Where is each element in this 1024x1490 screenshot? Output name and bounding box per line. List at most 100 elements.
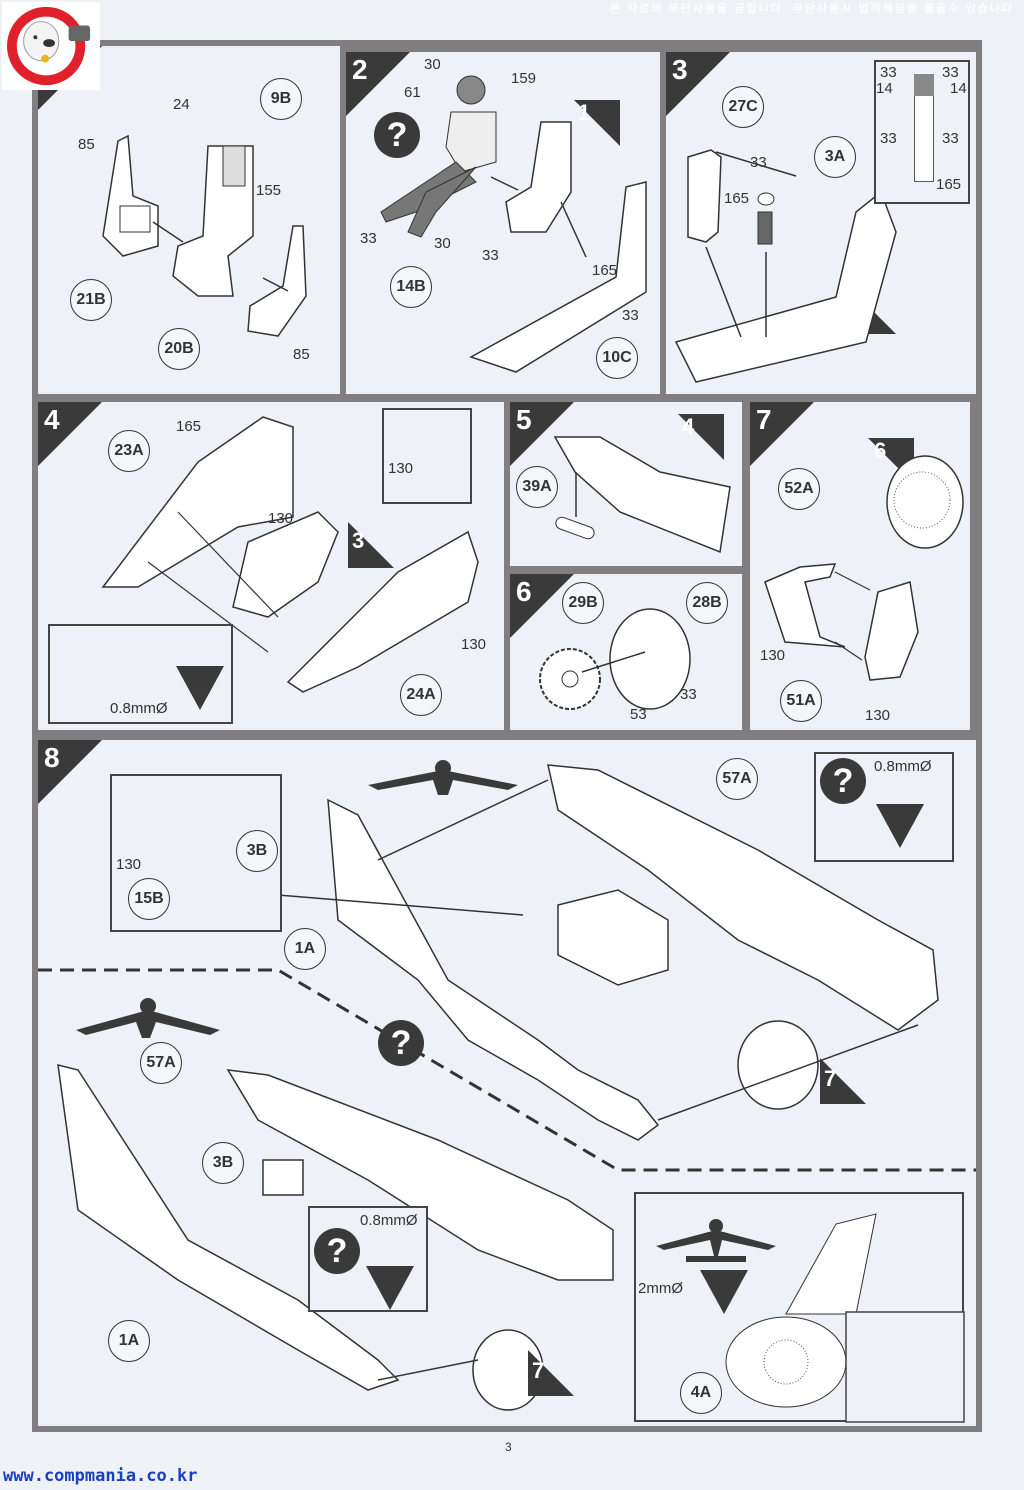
underside-detail-inset: 2mmØ 4A bbox=[634, 1192, 965, 1423]
step-number: 4 bbox=[44, 404, 60, 435]
tail-detail-inset: 130 bbox=[382, 408, 472, 504]
paint-code-label: 130 bbox=[865, 707, 891, 724]
drill-bit-icon bbox=[876, 804, 924, 848]
harrier-underside-icon bbox=[656, 1213, 965, 1423]
question-mark-icon: ? bbox=[378, 1020, 424, 1066]
part-callout: 1A bbox=[284, 928, 326, 970]
reference-step-triangle bbox=[528, 1350, 574, 1396]
step-2-corner bbox=[346, 52, 410, 116]
drill-bit-icon bbox=[700, 1270, 748, 1314]
paint-code-label: 53 bbox=[630, 706, 647, 723]
paint-code-label: 130 bbox=[760, 647, 786, 664]
step-8-corner bbox=[38, 740, 102, 804]
paint-code-label: 30 bbox=[434, 235, 451, 252]
paint-code-label: 33 bbox=[942, 64, 959, 81]
step-number: 3 bbox=[672, 54, 688, 85]
drill-hole-inset: ? 0.8mmØ bbox=[814, 752, 954, 862]
paint-code-label: 85 bbox=[293, 346, 310, 363]
paint-code-label: 33 bbox=[880, 64, 897, 81]
paint-code-label: 130 bbox=[388, 460, 414, 477]
nose-gear-bay-drawing bbox=[553, 436, 731, 554]
paint-code-label: 159 bbox=[511, 70, 537, 87]
step-4-panel: 4 3 23A 24A 165 130 130 130 0.8mmØ bbox=[38, 402, 504, 730]
part-callout: 57A bbox=[140, 1042, 182, 1084]
drill-size-label: 2mmØ bbox=[638, 1280, 683, 1297]
drill-hole-inset: 0.8mmØ bbox=[48, 624, 233, 724]
step-1-panel: 9B 21B 20B 24 85 155 85 bbox=[38, 46, 340, 394]
drill-size-label: 0.8mmØ bbox=[360, 1212, 418, 1229]
part-callout: 51A bbox=[780, 680, 822, 722]
paint-code-label: 33 bbox=[942, 130, 959, 147]
part-callout: 23A bbox=[108, 430, 150, 472]
paint-code-label: 165 bbox=[724, 190, 750, 207]
part-callout: 27C bbox=[722, 86, 764, 128]
step-number: 5 bbox=[516, 404, 532, 435]
paint-code-label: 33 bbox=[880, 130, 897, 147]
reference-step-triangle bbox=[678, 414, 724, 460]
part-callout: 24A bbox=[400, 674, 442, 716]
paint-code-label: 33 bbox=[360, 230, 377, 247]
website-url-link[interactable]: www.compmania.co.kr bbox=[3, 1466, 198, 1486]
step-number: 8 bbox=[44, 742, 60, 773]
part-callout: 15B bbox=[128, 878, 170, 920]
step-5-corner bbox=[510, 402, 574, 466]
copyright-watermark: 본 자료의 무단사용을 금합니다. 무단사용시 법적책임을 물을수 있습니다 bbox=[609, 3, 1014, 15]
reference-step-number: 1 bbox=[578, 100, 591, 125]
step-7-corner bbox=[750, 402, 814, 466]
paint-code-label: 130 bbox=[268, 510, 294, 527]
step-2-panel: 2 ? 1 30 61 159 33 30 33 165 33 14B 10C bbox=[346, 52, 660, 394]
step-number: 7 bbox=[756, 404, 772, 435]
reference-step-number: 7 bbox=[532, 1358, 545, 1383]
instrument-panel-inset: 33 33 14 14 33 33 165 bbox=[874, 60, 970, 204]
part-callout: 3B bbox=[236, 830, 278, 872]
paint-code-label: 33 bbox=[482, 247, 499, 264]
paint-code-label: 33 bbox=[750, 154, 767, 171]
reference-step-number: 4 bbox=[682, 414, 695, 439]
paint-code-label: 165 bbox=[936, 176, 962, 193]
step-4-corner bbox=[38, 402, 102, 466]
part-callout: 52A bbox=[778, 468, 820, 510]
paint-code-label: 85 bbox=[78, 136, 95, 153]
reference-step-number: 7 bbox=[824, 1066, 837, 1091]
drill-size-label: 0.8mmØ bbox=[110, 700, 168, 717]
paint-code-label: 165 bbox=[176, 418, 202, 435]
step-7-panel: 7 6 52A 51A 130 130 bbox=[750, 402, 970, 730]
part-callout: 28B bbox=[686, 582, 728, 624]
part-callout: 29B bbox=[562, 582, 604, 624]
step-3-corner bbox=[666, 52, 730, 116]
part-callout: 9B bbox=[260, 78, 302, 120]
part-callout: 20B bbox=[158, 328, 200, 370]
paint-code-label: 130 bbox=[116, 856, 142, 873]
pilot-and-cockpit-tub-drawing bbox=[380, 75, 647, 373]
drill-bit-icon bbox=[176, 666, 224, 710]
paint-code-label: 33 bbox=[680, 686, 697, 703]
question-mark-icon: ? bbox=[314, 1228, 360, 1274]
intake-assembly-drawing bbox=[764, 455, 964, 681]
paint-code-label: 130 bbox=[461, 636, 487, 653]
question-mark-icon: ? bbox=[374, 112, 420, 158]
reference-step-triangle bbox=[574, 100, 620, 146]
part-callout: 57A bbox=[716, 758, 758, 800]
compmania-mascot-logo bbox=[2, 2, 100, 90]
paint-code-label: 30 bbox=[424, 56, 441, 73]
engine-fan-drawing bbox=[539, 608, 691, 710]
paint-code-label: 165 bbox=[592, 262, 618, 279]
cockpit-instrument-assembly-drawing bbox=[674, 149, 897, 383]
step-number: 6 bbox=[516, 576, 532, 607]
paint-code-label: 155 bbox=[256, 182, 282, 199]
paint-code-label: 24 bbox=[173, 96, 190, 113]
step-number: 2 bbox=[352, 54, 368, 85]
part-callout: 3B bbox=[202, 1142, 244, 1184]
page-number: 3 bbox=[505, 1440, 512, 1454]
fuselage-nose-drawing bbox=[101, 416, 479, 693]
step-5-panel: 5 4 39A bbox=[510, 402, 742, 566]
reference-step-triangle bbox=[820, 1058, 866, 1104]
reference-step-number: 3 bbox=[352, 528, 365, 553]
paint-code-label: 14 bbox=[876, 80, 893, 97]
ejection-seat-parts-drawing bbox=[102, 134, 307, 337]
paint-code-label: 61 bbox=[404, 84, 421, 101]
drill-size-label: 0.8mmØ bbox=[874, 758, 932, 775]
fuselage-halves-drawing bbox=[38, 760, 976, 1411]
part-callout: 39A bbox=[516, 466, 558, 508]
part-callout: 4A bbox=[680, 1372, 722, 1414]
